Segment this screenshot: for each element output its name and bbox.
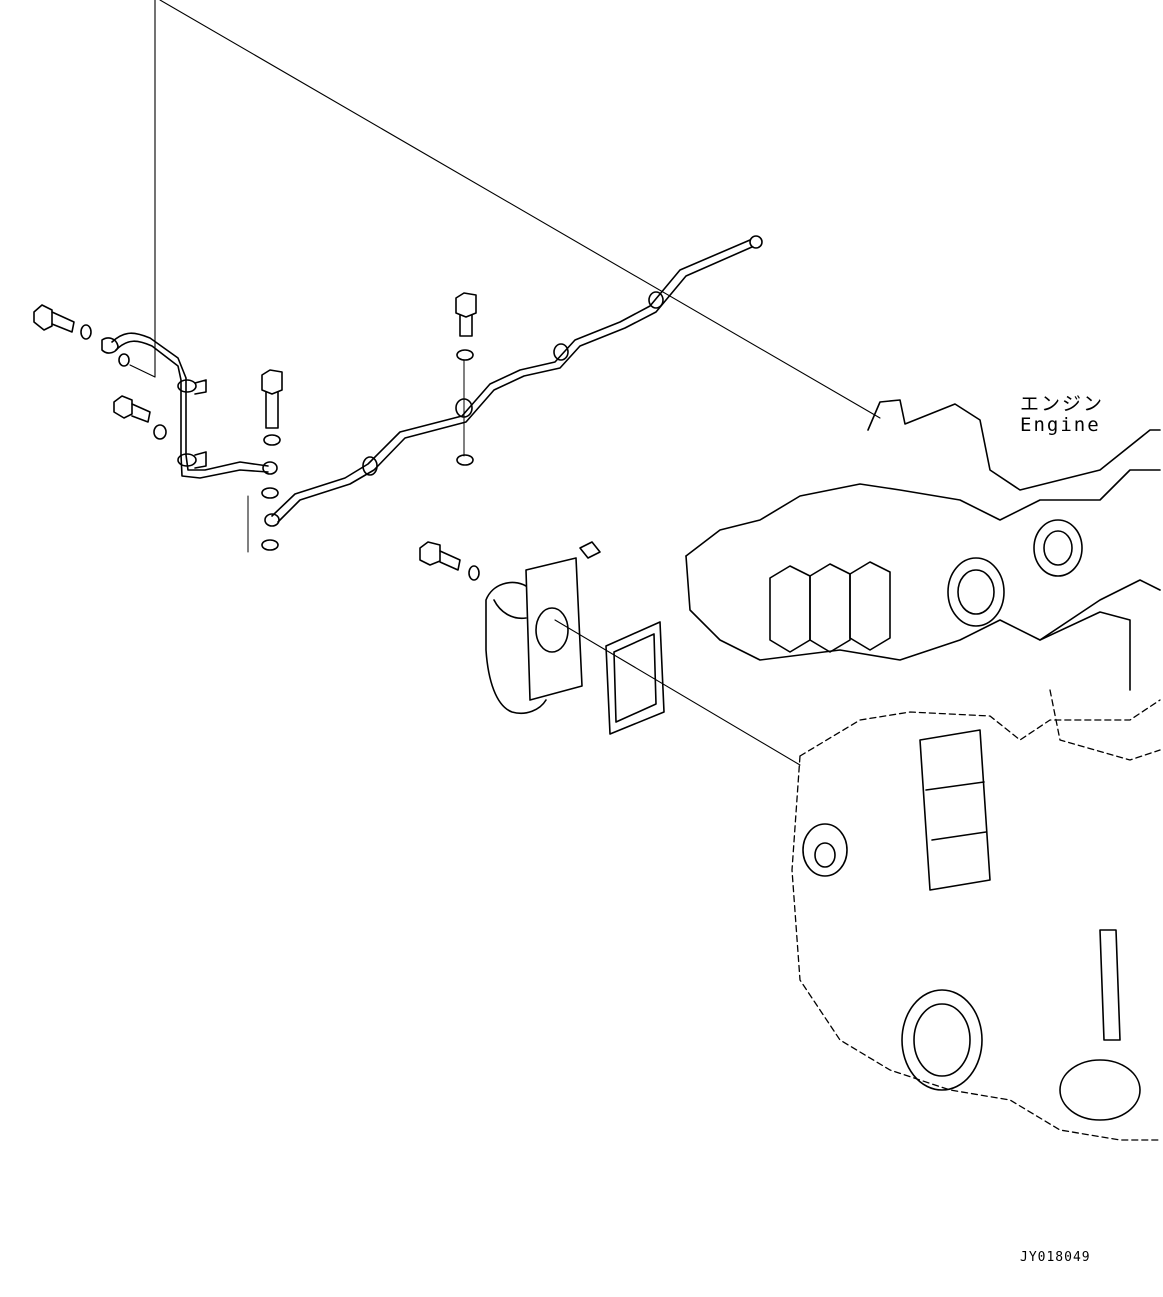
long-oil-pipe bbox=[264, 235, 763, 527]
engine-block bbox=[685, 399, 1161, 1141]
drawing-number: JY018049 bbox=[1020, 1250, 1091, 1265]
engine-label-japanese: エンジン bbox=[1020, 393, 1105, 415]
engine-label-english: Engine bbox=[1020, 414, 1101, 436]
elbow-and-gasket bbox=[485, 557, 665, 735]
small-oil-tube bbox=[111, 332, 278, 479]
reference-lines bbox=[129, 0, 881, 766]
bolts-and-washers bbox=[33, 292, 601, 581]
